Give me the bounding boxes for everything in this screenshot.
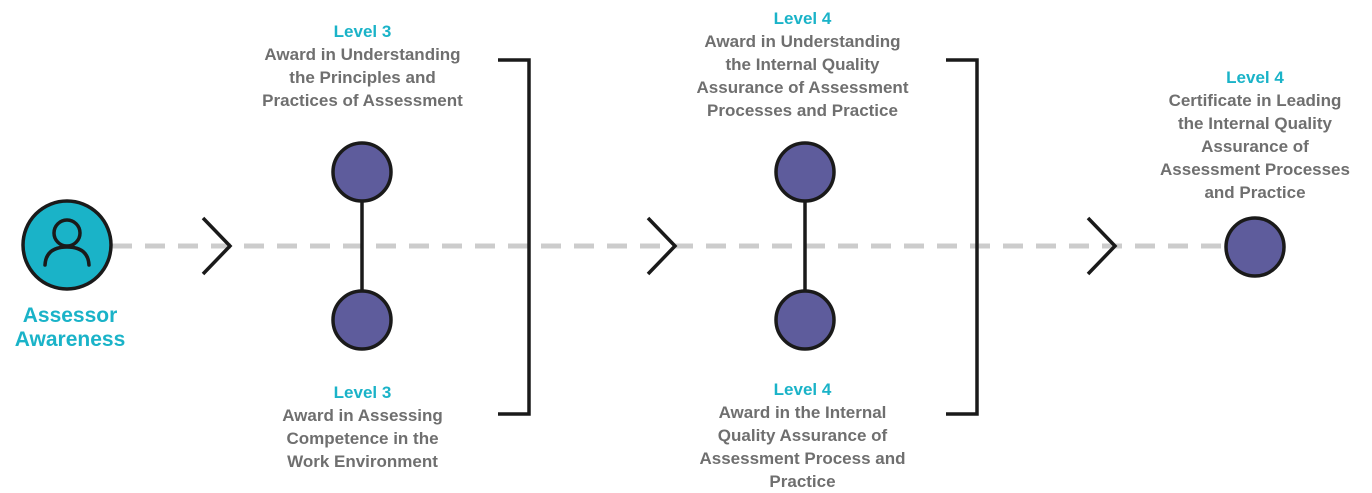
level-label: Level 4 — [1226, 68, 1284, 87]
chevron-right-icon — [201, 216, 233, 276]
description-line: Processes and Practice — [707, 101, 898, 120]
description-line: Award in Understanding — [264, 45, 461, 64]
description-line: the Internal Quality — [1178, 114, 1332, 133]
stage1-top-label: Level 3 Award in Understanding the Princ… — [240, 21, 485, 112]
stage2-top-label: Level 4 Award in Understanding the Inter… — [670, 8, 935, 122]
start-label-line1: Assessor — [22, 304, 118, 327]
description-line: and Practice — [1204, 183, 1306, 202]
level-label: Level 3 — [333, 383, 392, 402]
stage2-bottom-node — [774, 289, 836, 351]
description-line: Assessment Processes — [1160, 160, 1350, 179]
description-line: Award in Assessing — [282, 406, 443, 425]
description-line: Certificate in Leading — [1168, 91, 1342, 110]
description-line: Practice — [769, 472, 836, 491]
closing-bracket — [946, 58, 979, 416]
stage3-label: Level 4 Certificate in Leading the Inter… — [1140, 67, 1370, 204]
level-label: Level 4 — [773, 380, 832, 399]
start-label: Assessor Awareness — [0, 304, 140, 352]
stage2-top-node — [774, 141, 836, 203]
description-line: the Internal Quality — [725, 55, 880, 74]
stage1-top-node — [331, 141, 393, 203]
chevron-right-icon — [1086, 216, 1118, 276]
description-line: Award in Understanding — [704, 32, 901, 51]
stage1-bottom-label: Level 3 Award in Assessing Competence in… — [240, 382, 485, 473]
start-label-line2: Awareness — [14, 328, 126, 351]
description-line: Assessment Process and — [699, 449, 906, 468]
description-line: Assurance of Assessment — [696, 78, 909, 97]
description-line: Work Environment — [287, 452, 438, 471]
chevron-right-icon — [646, 216, 678, 276]
description-line: Award in the Internal — [718, 403, 887, 422]
description-line: the Principles and — [289, 68, 436, 87]
description-line: Quality Assurance of — [717, 426, 888, 445]
description-line: Assurance of — [1201, 137, 1309, 156]
stage2-bottom-label: Level 4 Award in the Internal Quality As… — [670, 379, 935, 493]
level-label: Level 4 — [773, 9, 832, 28]
stage1-bottom-node — [331, 289, 393, 351]
description-line: Competence in the — [286, 429, 439, 448]
level-label: Level 3 — [333, 22, 392, 41]
description-line: Practices of Assessment — [262, 91, 463, 110]
stage3-node — [1224, 216, 1286, 278]
user-icon — [21, 199, 113, 291]
closing-bracket — [498, 58, 531, 416]
